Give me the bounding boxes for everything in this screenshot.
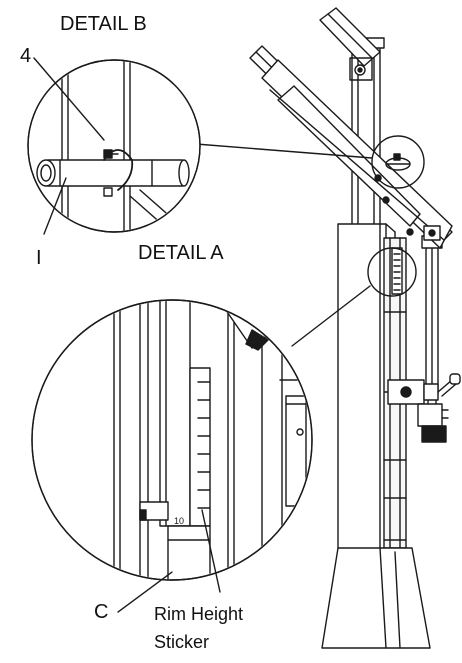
sticker-label-line1: Rim Height — [154, 604, 244, 624]
detail-a-title: DETAIL A — [138, 242, 224, 264]
callout-i-leader — [43, 177, 67, 235]
sticker-leader — [201, 509, 221, 593]
callout-c-leader — [117, 571, 173, 613]
sticker-label-line2: Sticker — [154, 632, 210, 652]
detail-a-leader — [291, 285, 371, 347]
scale-number: 10 — [174, 516, 184, 526]
callout-c-label: C — [94, 601, 109, 623]
callout-i-label: I — [36, 247, 42, 269]
detail-b-view — [27, 59, 201, 233]
detail-a-view — [31, 299, 313, 581]
angled-arm — [249, 7, 453, 249]
detail-b-title: DETAIL B — [60, 13, 147, 35]
callout-4-label: 4 — [20, 45, 32, 67]
detail-a-marker — [367, 247, 417, 297]
callout-4-leader — [33, 57, 105, 141]
detail-b-leader — [195, 143, 373, 159]
valve-block — [387, 373, 461, 443]
detail-b-marker — [371, 135, 425, 189]
